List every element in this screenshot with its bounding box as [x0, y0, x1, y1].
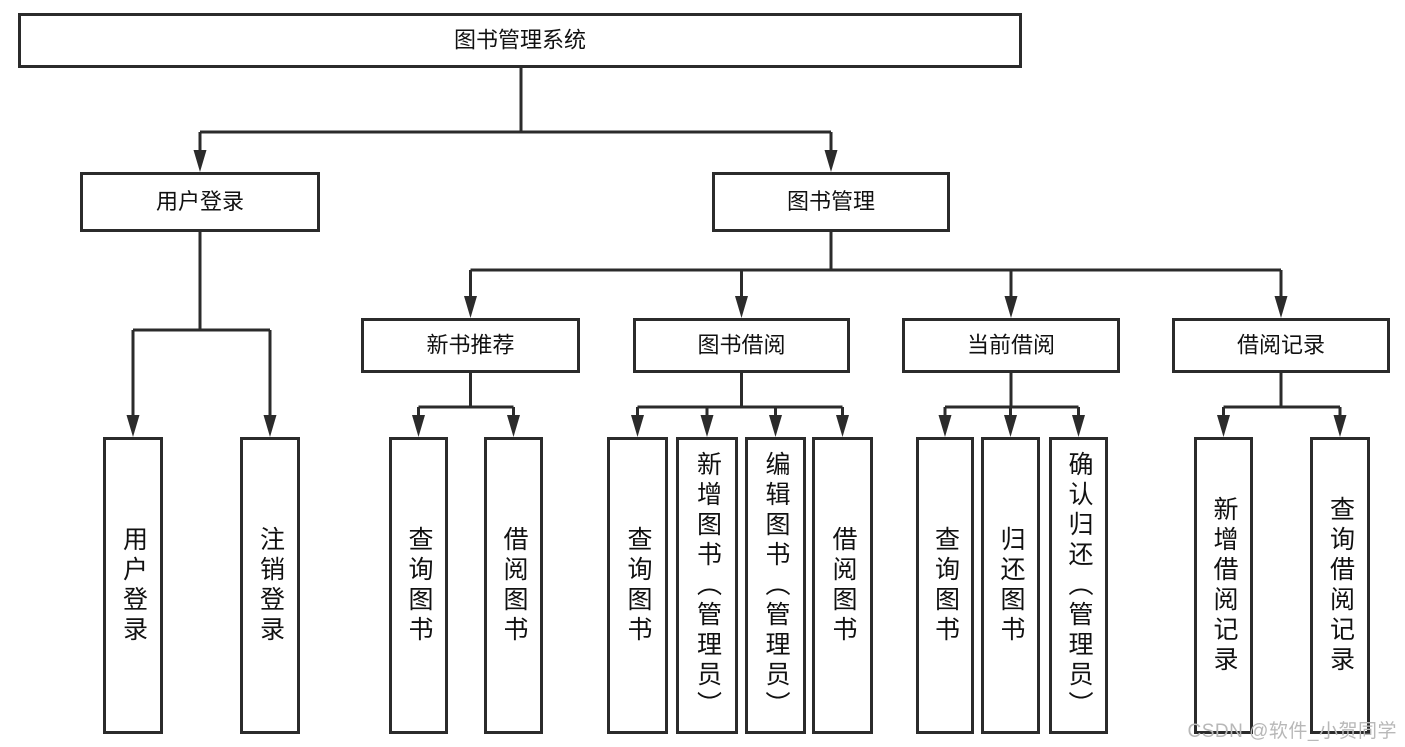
node-label: 图书管理系统	[454, 27, 586, 52]
node-新书推荐[interactable]: 新书推荐	[361, 318, 580, 373]
node-图书管理[interactable]: 图书管理	[712, 172, 950, 232]
node-label: 新书推荐	[426, 332, 514, 357]
node-label: 借阅记录	[1237, 332, 1325, 357]
node-label: 图书管理	[787, 189, 875, 214]
csdn-watermark: CSDN @软件_小贺同学	[1187, 721, 1397, 742]
leaf-node[interactable]	[1049, 437, 1108, 734]
leaf-node[interactable]	[607, 437, 668, 734]
node-label: 用户登录	[156, 189, 244, 214]
node-图书管理系统[interactable]: 图书管理系统	[18, 13, 1022, 68]
node-用户登录[interactable]: 用户登录	[80, 172, 320, 232]
leaf-node[interactable]	[1310, 437, 1370, 734]
leaf-node[interactable]	[916, 437, 974, 734]
node-图书借阅[interactable]: 图书借阅	[633, 318, 850, 373]
leaf-node[interactable]	[981, 437, 1040, 734]
node-label: 当前借阅	[967, 332, 1055, 357]
leaf-node[interactable]	[1194, 437, 1253, 734]
leaf-node[interactable]	[745, 437, 806, 734]
edge-layer	[126, 68, 1347, 437]
leaf-node[interactable]	[240, 437, 300, 734]
leaf-node[interactable]	[484, 437, 543, 734]
node-借阅记录[interactable]: 借阅记录	[1172, 318, 1390, 373]
leaf-node[interactable]	[389, 437, 448, 734]
node-label: 图书借阅	[697, 332, 785, 357]
leaf-node[interactable]	[812, 437, 873, 734]
leaf-node[interactable]	[103, 437, 163, 734]
leaf-node[interactable]	[676, 437, 738, 734]
node-当前借阅[interactable]: 当前借阅	[902, 318, 1120, 373]
